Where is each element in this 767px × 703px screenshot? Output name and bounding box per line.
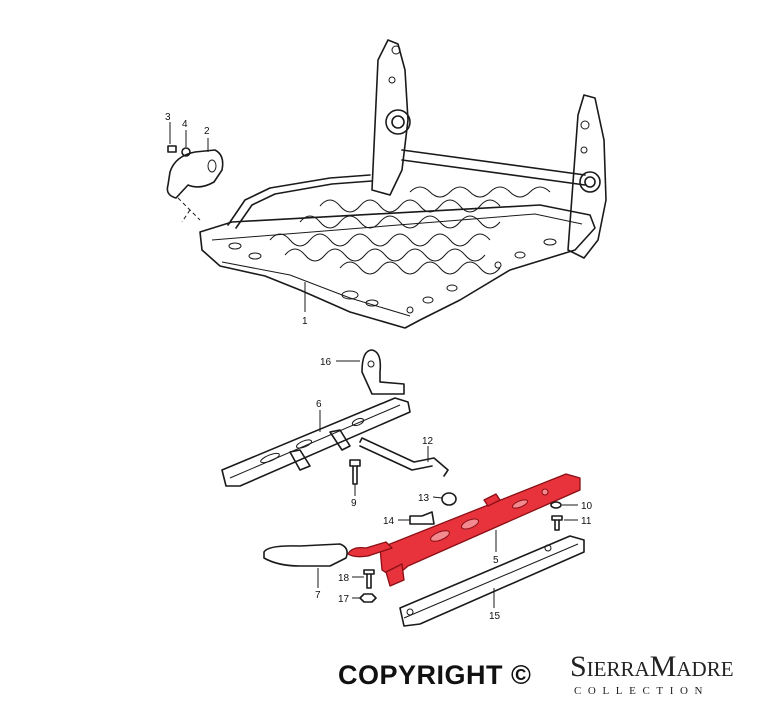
screw-part-3	[167, 122, 177, 153]
seat-frame-part-1	[199, 39, 607, 329]
label-4: 4	[182, 119, 188, 130]
washer-part-10	[550, 501, 578, 509]
label-13: 13	[418, 493, 430, 504]
bushing-part-13	[432, 492, 457, 506]
brand-logo-text: SierraMadre	[570, 650, 734, 683]
label-18: 18	[338, 573, 350, 584]
nut-part-17	[352, 593, 377, 603]
label-10: 10	[581, 501, 593, 512]
bolt-part-18	[352, 569, 375, 589]
label-11: 11	[581, 516, 592, 527]
bolt-part-11	[551, 515, 578, 531]
label-9: 9	[351, 498, 357, 509]
label-1: 1	[302, 316, 308, 327]
brand-subtitle: COLLECTION	[574, 685, 710, 697]
bolt-part-9	[349, 459, 361, 496]
label-16: 16	[320, 357, 332, 368]
copyright-notice: COPYRIGHT ©	[338, 660, 532, 690]
label-6: 6	[316, 399, 322, 410]
handle-cover-part-7	[263, 543, 348, 588]
bracket-part-16	[336, 349, 405, 395]
rod-part-12	[359, 437, 449, 477]
seat-rail-part-5-highlighted	[347, 473, 581, 587]
trim-cover-part-2	[166, 138, 224, 199]
lower-rail-part-15	[399, 535, 585, 627]
label-14: 14	[383, 516, 395, 527]
label-2: 2	[204, 126, 210, 137]
part-number-labels: 1 2 3 4 16 6 12 9 13 10 11 14 5 18 7 17 …	[165, 112, 593, 622]
label-15: 15	[489, 611, 501, 622]
label-5: 5	[493, 555, 499, 566]
label-7: 7	[315, 590, 321, 601]
label-12: 12	[422, 436, 434, 447]
seat-rail-part-6	[221, 397, 411, 487]
label-3: 3	[165, 112, 171, 123]
washer-part-4	[181, 130, 191, 157]
label-17: 17	[338, 594, 350, 605]
bolt-part-14	[398, 511, 435, 525]
